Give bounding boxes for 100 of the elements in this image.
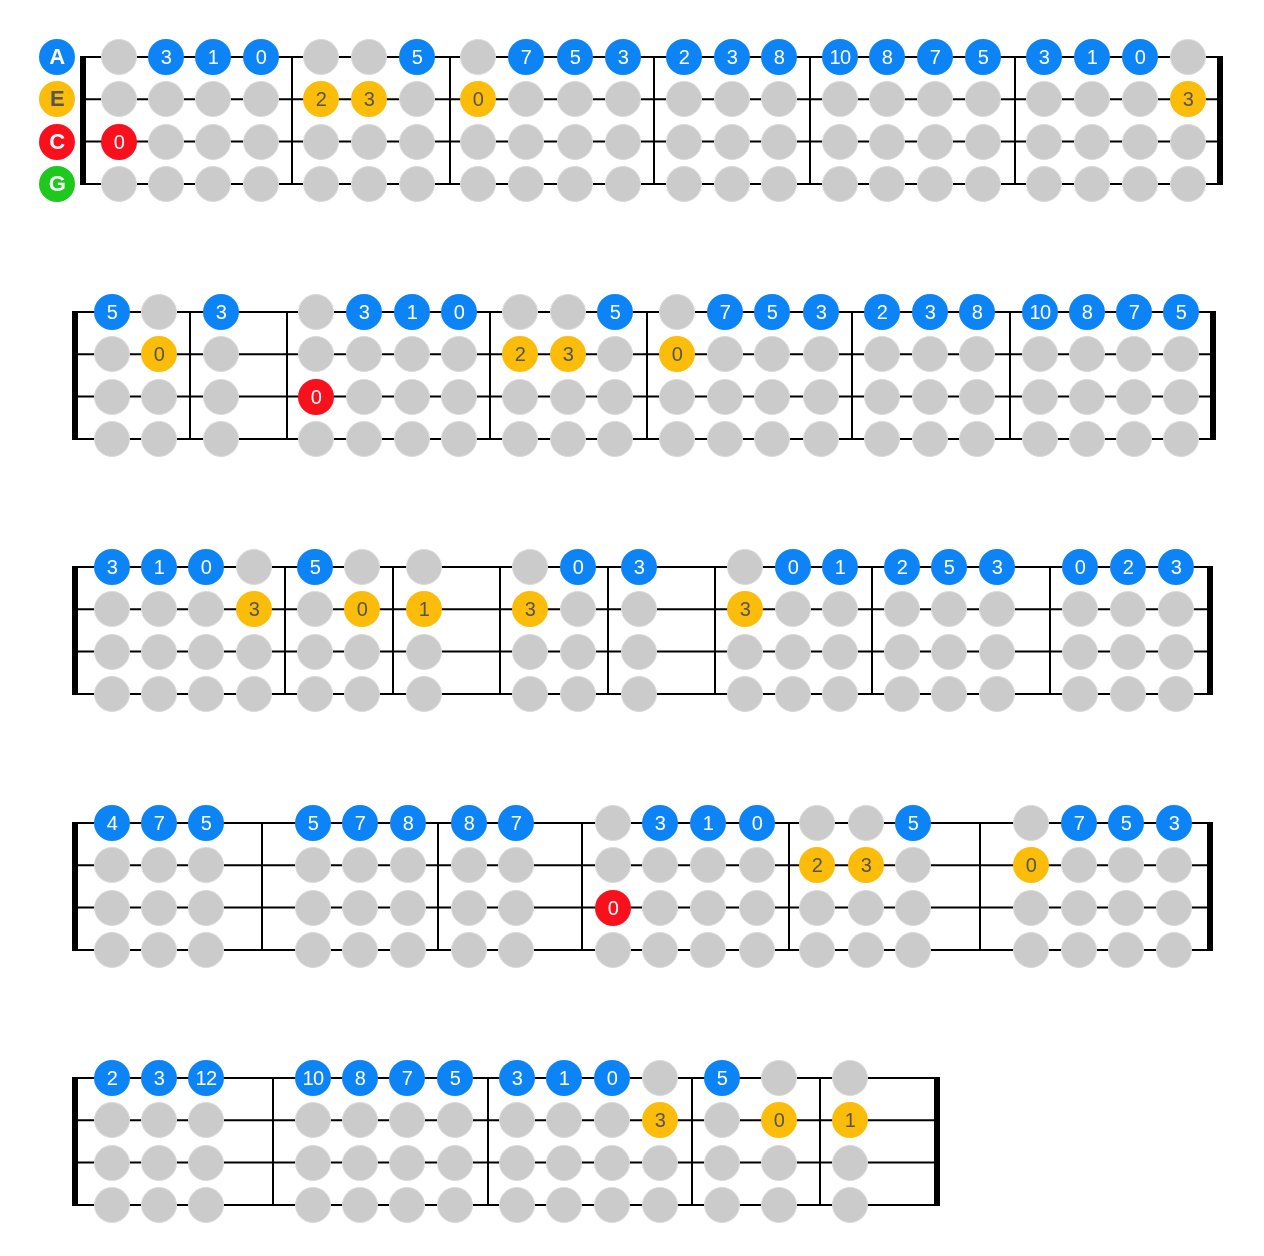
empty-note-dot-icon [1110,675,1146,712]
fret-number: 8 [1069,294,1105,330]
fret-number: 3 [621,549,657,585]
empty-note-dot-icon [437,1186,473,1223]
fret-number: 1 [406,591,442,628]
empty-note-dot-icon [595,847,631,884]
fret-number: 8 [342,1060,378,1096]
empty-note-dot-icon [959,378,995,415]
empty-note-dot-icon [297,591,333,628]
fret-number: 3 [979,549,1015,585]
empty-note-dot-icon [94,675,130,712]
empty-note-dot-icon [727,633,763,670]
empty-note-dot-icon [864,420,900,457]
empty-note-dot-icon [1163,336,1199,373]
empty-note-dot-icon [884,633,920,670]
empty-note-dot-icon [94,336,130,373]
fret-number: 5 [704,1060,740,1096]
empty-note-dot-icon [389,1186,425,1223]
empty-note-dot-icon [141,1102,177,1139]
fret-number: 0 [1062,549,1098,585]
string-name: A [39,39,75,75]
fret-number: 0 [761,1102,797,1139]
empty-note-dot-icon [141,1186,177,1223]
empty-note-dot-icon [342,1102,378,1139]
empty-note-dot-icon [1013,889,1049,926]
empty-note-dot-icon [560,591,596,628]
empty-note-dot-icon [188,1144,224,1181]
empty-note-dot-icon [1061,889,1097,926]
empty-note-dot-icon [594,1186,630,1223]
empty-note-dot-icon [141,633,177,670]
empty-note-dot-icon [498,847,534,884]
fret-number: 1 [394,294,430,330]
empty-note-dot-icon [832,1144,868,1181]
fret-number: 12 [188,1060,224,1096]
empty-note-dot-icon [707,378,743,415]
empty-note-dot-icon [659,420,695,457]
empty-note-dot-icon [1116,420,1152,457]
empty-note-dot-icon [912,378,948,415]
fret-number: 8 [959,294,995,330]
empty-note-dot-icon [707,420,743,457]
empty-note-dot-icon [141,591,177,628]
empty-note-dot-icon [597,378,633,415]
empty-note-dot-icon [295,931,331,968]
empty-note-dot-icon [848,805,884,841]
empty-note-dot-icon [931,591,967,628]
empty-note-dot-icon [775,591,811,628]
empty-note-dot-icon [832,1060,868,1096]
empty-note-dot-icon [546,1144,582,1181]
empty-note-dot-icon [799,805,835,841]
empty-note-dot-icon [690,931,726,968]
empty-note-dot-icon [597,336,633,373]
empty-note-dot-icon [727,675,763,712]
fret-number: 3 [727,591,763,628]
empty-note-dot-icon [690,889,726,926]
empty-note-dot-icon [94,591,130,628]
empty-note-dot-icon [595,805,631,841]
empty-note-dot-icon [848,931,884,968]
empty-note-dot-icon [236,633,272,670]
empty-note-dot-icon [895,847,931,884]
empty-note-dot-icon [389,1144,425,1181]
string-name: E [39,81,75,118]
empty-note-dot-icon [94,931,130,968]
empty-note-dot-icon [499,1144,535,1181]
empty-note-dot-icon [775,633,811,670]
fret-number: 2 [502,336,538,373]
fret-number: 8 [390,805,426,841]
empty-note-dot-icon [1158,675,1194,712]
empty-note-dot-icon [437,1102,473,1139]
empty-note-dot-icon [761,1060,797,1096]
empty-note-dot-icon [502,294,538,330]
empty-note-dot-icon [621,633,657,670]
empty-note-dot-icon [1061,847,1097,884]
empty-note-dot-icon [594,1102,630,1139]
empty-note-dot-icon [979,675,1015,712]
empty-note-dot-icon [499,1102,535,1139]
empty-note-dot-icon [864,378,900,415]
empty-note-dot-icon [390,847,426,884]
empty-note-dot-icon [704,1144,740,1181]
empty-note-dot-icon [864,336,900,373]
fret-number: 0 [560,549,596,585]
empty-note-dot-icon [406,675,442,712]
empty-note-dot-icon [690,847,726,884]
empty-note-dot-icon [739,931,775,968]
empty-note-dot-icon [451,931,487,968]
empty-note-dot-icon [560,633,596,670]
fret-number: 3 [499,1060,535,1096]
empty-note-dot-icon [1069,336,1105,373]
empty-note-dot-icon [342,1186,378,1223]
empty-note-dot-icon [979,591,1015,628]
empty-note-dot-icon [550,378,586,415]
empty-note-dot-icon [94,1102,130,1139]
fret-number: 2 [799,847,835,884]
fret-number: 5 [94,294,130,330]
empty-note-dot-icon [188,633,224,670]
empty-note-dot-icon [1062,591,1098,628]
fret-number: 10 [295,1060,331,1096]
empty-note-dot-icon [912,336,948,373]
empty-note-dot-icon [1108,889,1144,926]
empty-note-dot-icon [1108,931,1144,968]
empty-note-dot-icon [188,675,224,712]
